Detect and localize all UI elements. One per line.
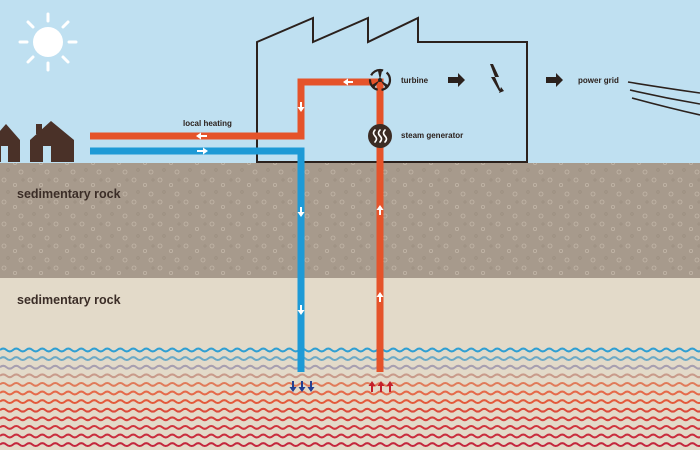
- cold-pipe: [90, 147, 305, 372]
- arrow-down-icon: [297, 102, 305, 112]
- house-icon: [30, 121, 74, 162]
- sun-icon: [18, 12, 78, 72]
- arrow-up-icon: [376, 292, 384, 302]
- arrow-down-icon: [298, 381, 306, 392]
- hot-pipe-inflow-arrows: [368, 381, 394, 392]
- power-line-icon: [627, 81, 700, 116]
- steam-generator-icon: [368, 124, 392, 148]
- wave-line: [0, 425, 700, 430]
- power-plant-building: [256, 16, 528, 163]
- local-heating-label: local heating: [183, 119, 232, 128]
- arrow-up-icon: [377, 381, 385, 392]
- wave-line: [0, 416, 700, 422]
- arrow-up-icon: [368, 381, 376, 392]
- power-grid-label: power grid: [578, 76, 619, 85]
- wave-line: [0, 382, 700, 387]
- arrow-down-icon: [297, 207, 305, 217]
- turbine-icon: [368, 68, 392, 92]
- arrow-left-icon: [343, 78, 353, 86]
- wave-line: [0, 442, 700, 447]
- steam-generator-label: steam generator: [401, 131, 464, 140]
- wave-line: [0, 364, 700, 370]
- arrow-up-icon: [376, 205, 384, 215]
- wave-line: [0, 399, 700, 404]
- rock-layer-label: sedimentary rock: [17, 187, 121, 201]
- rock-layer-lower: [0, 278, 700, 450]
- house-icon: [0, 124, 20, 162]
- turbine-label: turbine: [401, 76, 429, 85]
- arrow-up-icon: [386, 381, 394, 392]
- rock-layer-upper-texture: [0, 163, 700, 278]
- wave-line: [0, 347, 700, 353]
- arrow-right-icon: [546, 73, 563, 87]
- wave-line: [0, 356, 700, 361]
- arrow-down-icon: [307, 381, 315, 392]
- wave-line: [0, 407, 700, 413]
- wave-line: [0, 373, 700, 379]
- wave-line: [0, 433, 700, 439]
- arrow-right-icon: [448, 73, 465, 87]
- lightning-icon: [490, 64, 504, 93]
- hot-pipe: [90, 78, 384, 372]
- wave-line: [0, 390, 700, 396]
- arrow-down-icon: [297, 305, 305, 315]
- arrow-down-icon: [289, 381, 297, 392]
- flow-arrows: [196, 78, 384, 315]
- cold-pipe-outflow-arrows: [289, 381, 315, 392]
- arrow-right-icon: [197, 147, 208, 155]
- arrow-left-icon: [196, 132, 207, 140]
- rock-layer-label: sedimentary rock: [17, 293, 121, 307]
- hot-water-reservoir: [0, 347, 700, 447]
